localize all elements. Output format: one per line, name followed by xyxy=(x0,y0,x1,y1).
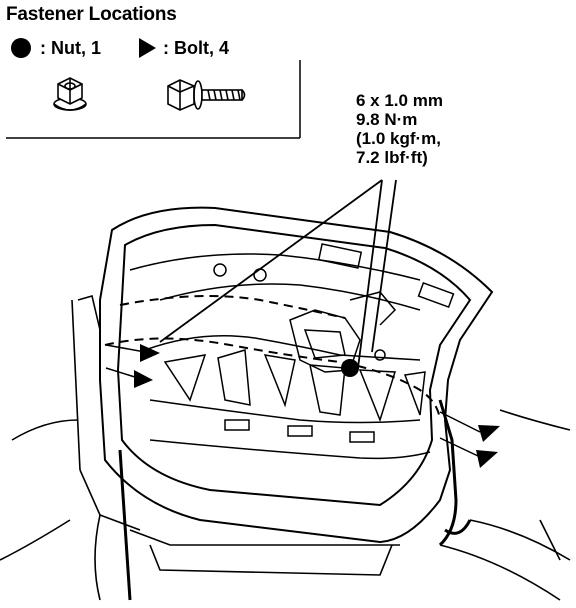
wire-harness xyxy=(104,295,441,421)
bolt-marker-right-upper xyxy=(478,425,500,442)
spec-leader-lines xyxy=(159,179,397,369)
car-body-outline xyxy=(0,295,571,601)
flange-bolt-icon xyxy=(167,79,246,111)
spec-torque-nm: 9.8 N·m xyxy=(356,110,418,129)
nut-location-marker xyxy=(341,359,359,377)
bolt-symbol-icon xyxy=(139,38,156,58)
spec-size: 6 x 1.0 mm xyxy=(356,91,443,110)
nut-legend-label: : Nut, 1 xyxy=(40,38,101,58)
legend-frame xyxy=(6,60,301,139)
spec-torque-lbfft: 7.2 lbf·ft) xyxy=(356,148,428,167)
spec-torque-kgfm: (1.0 kgf·m, xyxy=(356,129,442,148)
bolt-leader-lines xyxy=(105,344,481,457)
flange-nut-icon xyxy=(53,77,87,111)
lid-openings xyxy=(163,243,455,443)
latch-bracket xyxy=(289,291,397,373)
bolt-marker-left-lower xyxy=(134,370,153,388)
bolt-legend-label: : Bolt, 4 xyxy=(163,38,229,58)
trunk-lid-outline xyxy=(99,206,494,544)
bolt-marker-right-lower xyxy=(476,450,498,468)
legend-title: Fastener Locations xyxy=(6,4,177,25)
nut-symbol-icon xyxy=(11,38,31,58)
grommet-cable xyxy=(118,399,472,601)
bolt-marker-left-upper xyxy=(140,344,160,362)
